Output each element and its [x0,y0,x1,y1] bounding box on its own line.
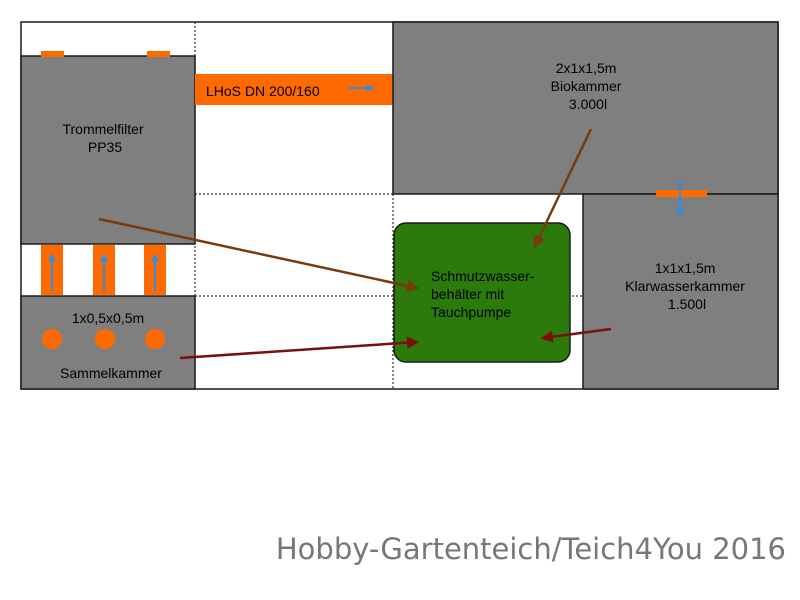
clear-water-to-tank-arrow [540,327,612,343]
collection-inlet [95,329,115,349]
dirty-water-tank-label: Schmutzwasser- behälter mit Tauchpumpe [431,268,538,320]
collection-inlet [42,329,62,349]
bio-chamber-to-tank-arrow [533,128,593,249]
clear-water-chamber-label: 1x1x1,5m Klarwasserkammer 1.500l [625,260,749,312]
collection-inlet [145,329,165,349]
drum-filter-label: Trommelfilter PP35 [62,121,147,155]
drum-filter-inlet-left [41,51,64,57]
credit-caption: Hobby-Gartenteich/Teich4You 2016 [275,532,786,566]
drum-filter-chamber [20,55,196,245]
clear-water-chamber [582,193,779,390]
bio-chamber [392,21,779,195]
bio-chamber-label: 2x1x1,5m Biokammer 3.000l [551,60,626,112]
connector-pipes [41,245,166,295]
bio-to-clear-passage [656,190,707,197]
drum-filter-to-tank-arrow [98,217,420,292]
collection-chamber-size: 1x0,5x0,5m [72,310,144,326]
pipe-bar [195,74,393,105]
drum-filter-inlet-right [147,51,170,57]
collection-chamber-name: Sammelkammer [60,365,162,381]
collection-to-tank-arrow [179,336,420,360]
dirty-water-tank [393,222,571,363]
pipe-label: LHoS DN 200/160 [206,83,320,99]
